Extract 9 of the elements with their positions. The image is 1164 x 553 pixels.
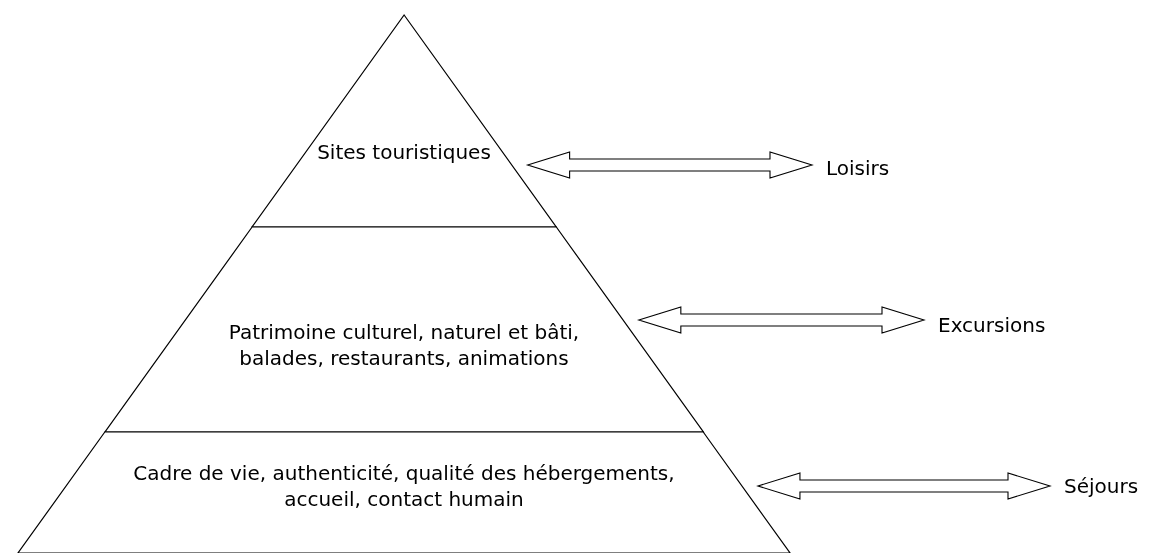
tier-text: Cadre de vie, authenticité, qualité des hébergements, accueil, contact humain <box>132 460 676 512</box>
category-label: Séjours <box>1064 474 1139 498</box>
double-arrow <box>525 151 814 179</box>
double-arrow <box>756 472 1052 500</box>
tier-text: Sites touristiques <box>316 139 492 165</box>
tier-text: Patrimoine culturel, naturel et bâti, balades, restaurants, animations <box>227 319 581 371</box>
category-label: Excursions <box>938 313 1046 337</box>
double-arrow <box>636 306 926 334</box>
category-label: Loisirs <box>826 156 890 180</box>
